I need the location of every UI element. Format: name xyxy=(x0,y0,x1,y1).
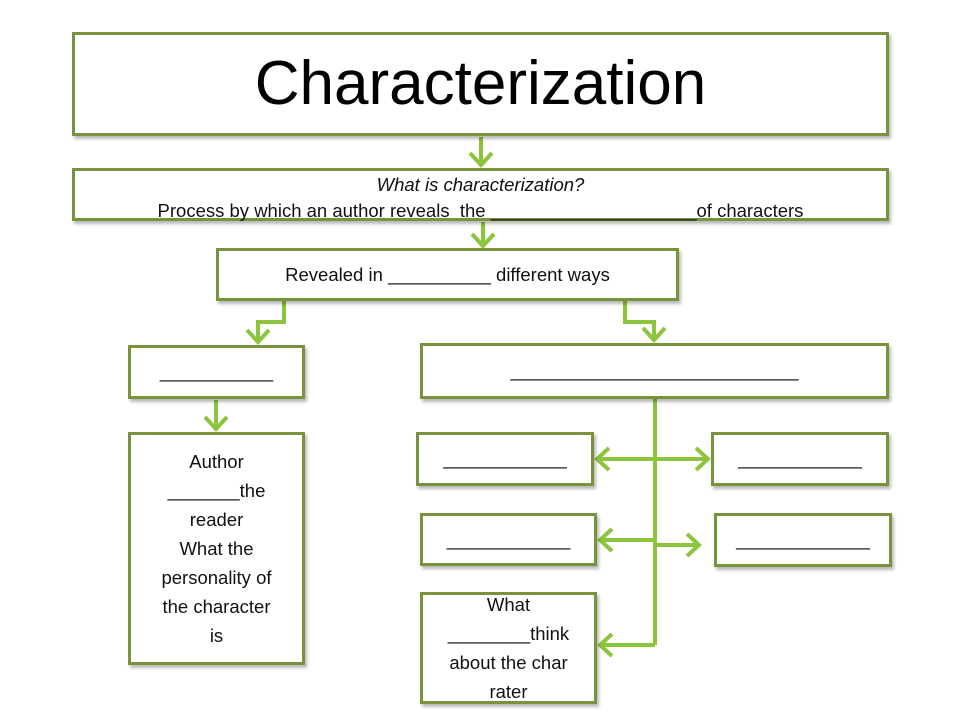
others-line: What xyxy=(486,594,531,615)
direct-description-line: Author xyxy=(189,451,244,472)
definition-box: What is characterization? Process by whi… xyxy=(72,168,889,221)
direct-description-line: reader xyxy=(189,509,244,530)
title-box: Characterization xyxy=(72,32,889,136)
direct-description-line: personality of xyxy=(161,567,272,588)
indirect-characterization-box: ____________________________ xyxy=(420,343,889,399)
others-line: ________think xyxy=(447,623,570,644)
arrow-ways-to-indirect xyxy=(623,301,656,339)
indirect-method-box-2: ____________ xyxy=(711,432,889,486)
others-line: rater xyxy=(489,681,528,702)
arrow-ways-to-direct xyxy=(256,301,286,341)
method-blank: ____________ xyxy=(738,448,862,469)
method-blank: ____________ xyxy=(443,448,567,469)
others-line: about the char xyxy=(449,652,568,673)
direct-label-blank: ___________ xyxy=(159,361,274,382)
ways-text: Revealed in __________ different ways xyxy=(285,263,610,285)
indirect-method-box-4: _____________ xyxy=(714,513,892,567)
indirect-method-box-3: ____________ xyxy=(420,513,597,566)
definition-question: What is characterization? xyxy=(376,174,585,195)
direct-description-line: What the xyxy=(179,538,254,559)
ways-box: Revealed in __________ different ways xyxy=(216,248,679,301)
diagram-title: Characterization xyxy=(254,49,707,118)
indirect-method-box-1: ____________ xyxy=(416,432,594,486)
indirect-label-blank: ____________________________ xyxy=(510,360,799,381)
direct-description-line: _______the xyxy=(167,480,266,501)
method-blank: _____________ xyxy=(736,529,870,550)
definition-answer: Process by which an author reveals the _… xyxy=(157,200,804,221)
direct-characterization-box: ___________ xyxy=(128,345,305,399)
method-blank: ____________ xyxy=(446,528,571,550)
direct-description-box: Author _______the reader What the person… xyxy=(128,432,305,665)
others-think-box: What ________think about the char rater xyxy=(420,592,597,704)
direct-description-line: the character xyxy=(162,596,271,617)
direct-description-line: is xyxy=(209,625,224,646)
